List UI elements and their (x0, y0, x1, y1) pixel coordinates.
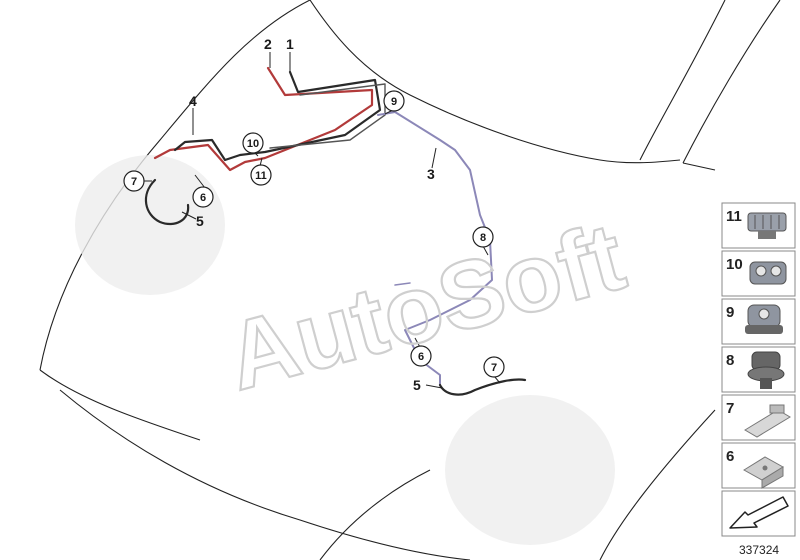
multi-clip-holder-icon (747, 212, 787, 239)
drawing-number: 337324 (739, 543, 779, 557)
legend-number-11: 11 (726, 208, 742, 225)
windshield-line (639, 0, 726, 161)
callout-6-front-label: 6 (200, 192, 206, 204)
legend-number-7: 7 (726, 400, 734, 417)
callout-7-front-label: 7 (131, 176, 137, 188)
legend-item-9[interactable]: 9 (721, 298, 796, 345)
legend-item-7[interactable]: 7 (721, 394, 796, 441)
callout-7-front: 7 (123, 170, 145, 192)
callout-4: 4 (189, 93, 197, 109)
watermark-text: AutoSoft (216, 203, 635, 411)
callout-9: 9 (383, 90, 405, 112)
callout-6-front: 6 (192, 186, 214, 208)
legend-number-10: 10 (726, 256, 743, 273)
callout-10: 10 (242, 132, 264, 154)
watermark: AutoSoft (215, 202, 636, 412)
parts-legend: 11 10 9 (721, 202, 796, 537)
callout-3: 3 (427, 166, 435, 182)
hood-outline (39, 0, 311, 371)
brake-line-black (173, 70, 382, 162)
leader-3 (431, 147, 437, 169)
car-body-outline (39, 0, 781, 560)
arrow-down-left-icon (729, 496, 789, 529)
expanding-clip-icon (747, 351, 785, 389)
double-pipe-clip-icon (749, 261, 787, 285)
callout-6-rear: 6 (410, 345, 432, 367)
brake-line-gray (269, 83, 386, 149)
callout-7-rear: 7 (483, 356, 505, 378)
callout-2: 2 (264, 36, 272, 52)
legend-number-8: 8 (726, 352, 734, 369)
front-brake-hose (144, 178, 190, 226)
sill-line (319, 469, 431, 560)
rear-fender-line (599, 409, 716, 560)
legend-item-10[interactable]: 10 (721, 250, 796, 297)
brake-line-red (153, 66, 374, 172)
wheel-arches (75, 155, 615, 545)
rear-wheel-arch (445, 395, 615, 545)
leader-6a (194, 174, 206, 189)
callout-7-rear-label: 7 (491, 362, 497, 374)
front-bumper-line (59, 389, 471, 560)
legend-arrow-box[interactable] (721, 490, 796, 537)
callout-9-label: 9 (391, 96, 397, 108)
callout-8-label: 8 (480, 232, 486, 244)
callout-6-rear-label: 6 (418, 351, 424, 363)
leader-5a (181, 211, 197, 220)
fender-line (39, 369, 201, 441)
callout-5-rear: 5 (413, 377, 421, 393)
mounting-bracket-icon (743, 456, 784, 489)
callout-1: 1 (286, 36, 294, 52)
front-wheel-arch (75, 155, 225, 295)
legend-number-6: 6 (726, 448, 734, 465)
callout-11-label: 11 (255, 170, 267, 182)
legend-item-11[interactable]: 11 (721, 202, 796, 249)
leader-5b (425, 384, 443, 389)
hood-edge (309, 0, 681, 164)
rear-brake-hose (438, 378, 527, 396)
legend-item-6[interactable]: 6 (721, 442, 796, 489)
callout-11: 11 (250, 164, 272, 186)
brake-line-clip-marker (394, 282, 411, 286)
callout-5-front: 5 (196, 213, 204, 229)
hose-bracket-icon (744, 404, 791, 438)
legend-item-8[interactable]: 8 (721, 346, 796, 393)
callout-10-label: 10 (247, 138, 259, 150)
circled-callouts: 9 10 11 7 6 8 6 7 (123, 90, 505, 378)
a-pillar-inner (682, 162, 716, 171)
a-pillar-line (682, 0, 781, 164)
legend-number-9: 9 (726, 304, 734, 321)
pipe-clip-icon (745, 304, 783, 334)
callout-8: 8 (472, 226, 494, 248)
